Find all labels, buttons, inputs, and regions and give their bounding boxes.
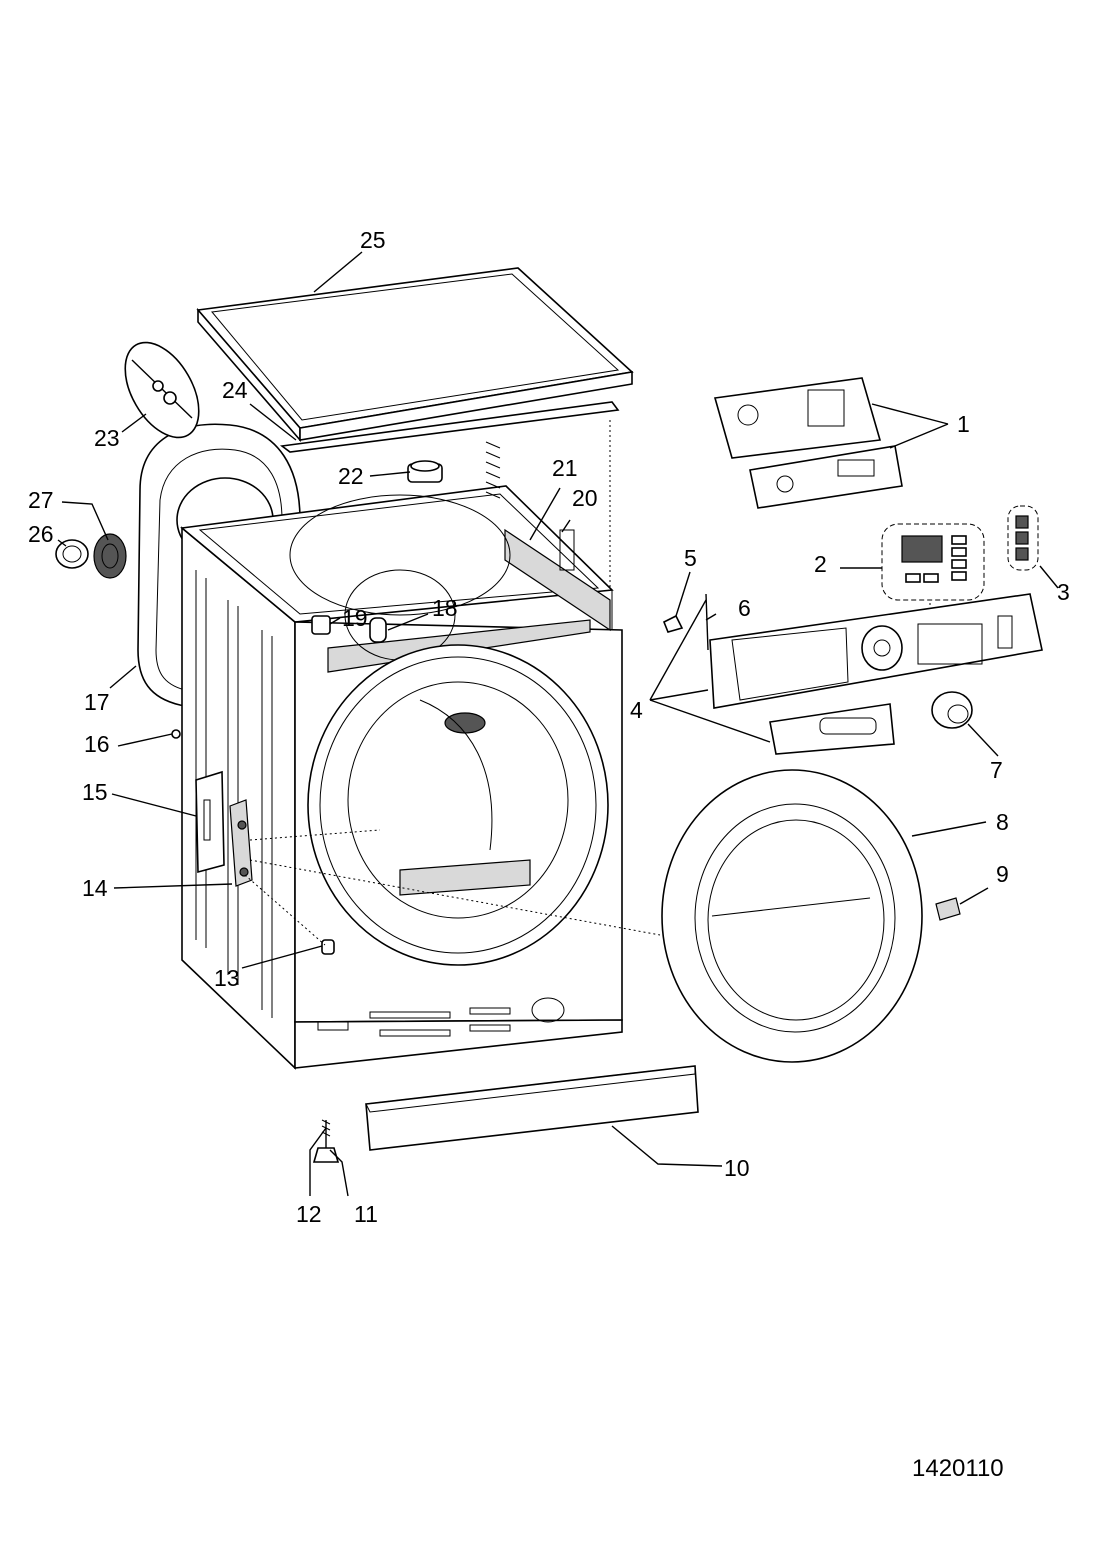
hinge-plate-part xyxy=(195,770,225,874)
door-frame-part xyxy=(661,769,923,1063)
tube-kit-part xyxy=(124,341,200,439)
kickplate-part xyxy=(365,1065,699,1151)
callout-22: 22 xyxy=(338,463,364,489)
callout-15: 15 xyxy=(82,779,108,805)
callout-17: 17 xyxy=(84,689,110,715)
callout-14: 14 xyxy=(82,875,108,901)
callout-3: 3 xyxy=(1057,579,1070,605)
small-button-set-part xyxy=(1007,505,1039,571)
button-set-part xyxy=(881,523,985,601)
door-opening xyxy=(307,644,609,966)
hose-part xyxy=(93,533,127,579)
callout-21: 21 xyxy=(552,455,578,481)
callout-18: 18 xyxy=(432,595,458,621)
lamp-holder-part xyxy=(369,617,387,643)
callout-19: 19 xyxy=(342,605,368,631)
callout-26: 26 xyxy=(28,521,54,547)
callout-12: 12 xyxy=(296,1201,322,1227)
callout-25: 25 xyxy=(360,227,386,253)
callout-24: 24 xyxy=(222,377,248,403)
filter-bracket-part xyxy=(311,615,331,635)
programme-knob-part xyxy=(931,691,973,729)
pcb-lower-part xyxy=(749,445,903,509)
callout-labels: 1 2 3 4 5 6 7 8 9 10 11 12 13 14 15 16 1… xyxy=(28,227,1070,1227)
foot-part xyxy=(312,1120,340,1163)
document-number: 1420110 xyxy=(912,1455,1004,1482)
callout-8: 8 xyxy=(996,809,1009,835)
door-lock-part xyxy=(935,897,961,921)
top-clamp-part xyxy=(407,460,443,483)
pcb-upper-part xyxy=(713,377,882,459)
callout-9: 9 xyxy=(996,861,1009,887)
callout-7: 7 xyxy=(990,757,1003,783)
callout-4: 4 xyxy=(630,697,643,723)
drawer-handle-part xyxy=(769,703,895,755)
callout-1: 1 xyxy=(957,411,970,437)
hinge-screw-part xyxy=(171,729,181,739)
clip-part xyxy=(662,614,684,633)
callout-11: 11 xyxy=(354,1201,378,1227)
door-seal-ring-part xyxy=(55,539,89,569)
leader-lines xyxy=(57,251,1059,1197)
callout-13: 13 xyxy=(214,965,240,991)
top-cover-part xyxy=(196,267,634,443)
spring-part xyxy=(485,441,501,499)
callout-10: 10 xyxy=(724,1155,750,1181)
control-panel-part xyxy=(709,593,1043,709)
callout-23: 23 xyxy=(94,425,120,451)
callout-27: 27 xyxy=(28,487,54,513)
rear-bracket-part xyxy=(559,529,575,571)
callout-5: 5 xyxy=(684,545,697,571)
top-strip-part xyxy=(279,401,620,453)
callout-16: 16 xyxy=(84,731,110,757)
callout-6: 6 xyxy=(738,595,751,621)
hinge-pin-part xyxy=(321,939,335,955)
door-hinge-part xyxy=(229,799,253,887)
callout-2: 2 xyxy=(814,551,827,577)
detergent-rod-part xyxy=(705,593,709,651)
callout-20: 20 xyxy=(572,485,598,511)
